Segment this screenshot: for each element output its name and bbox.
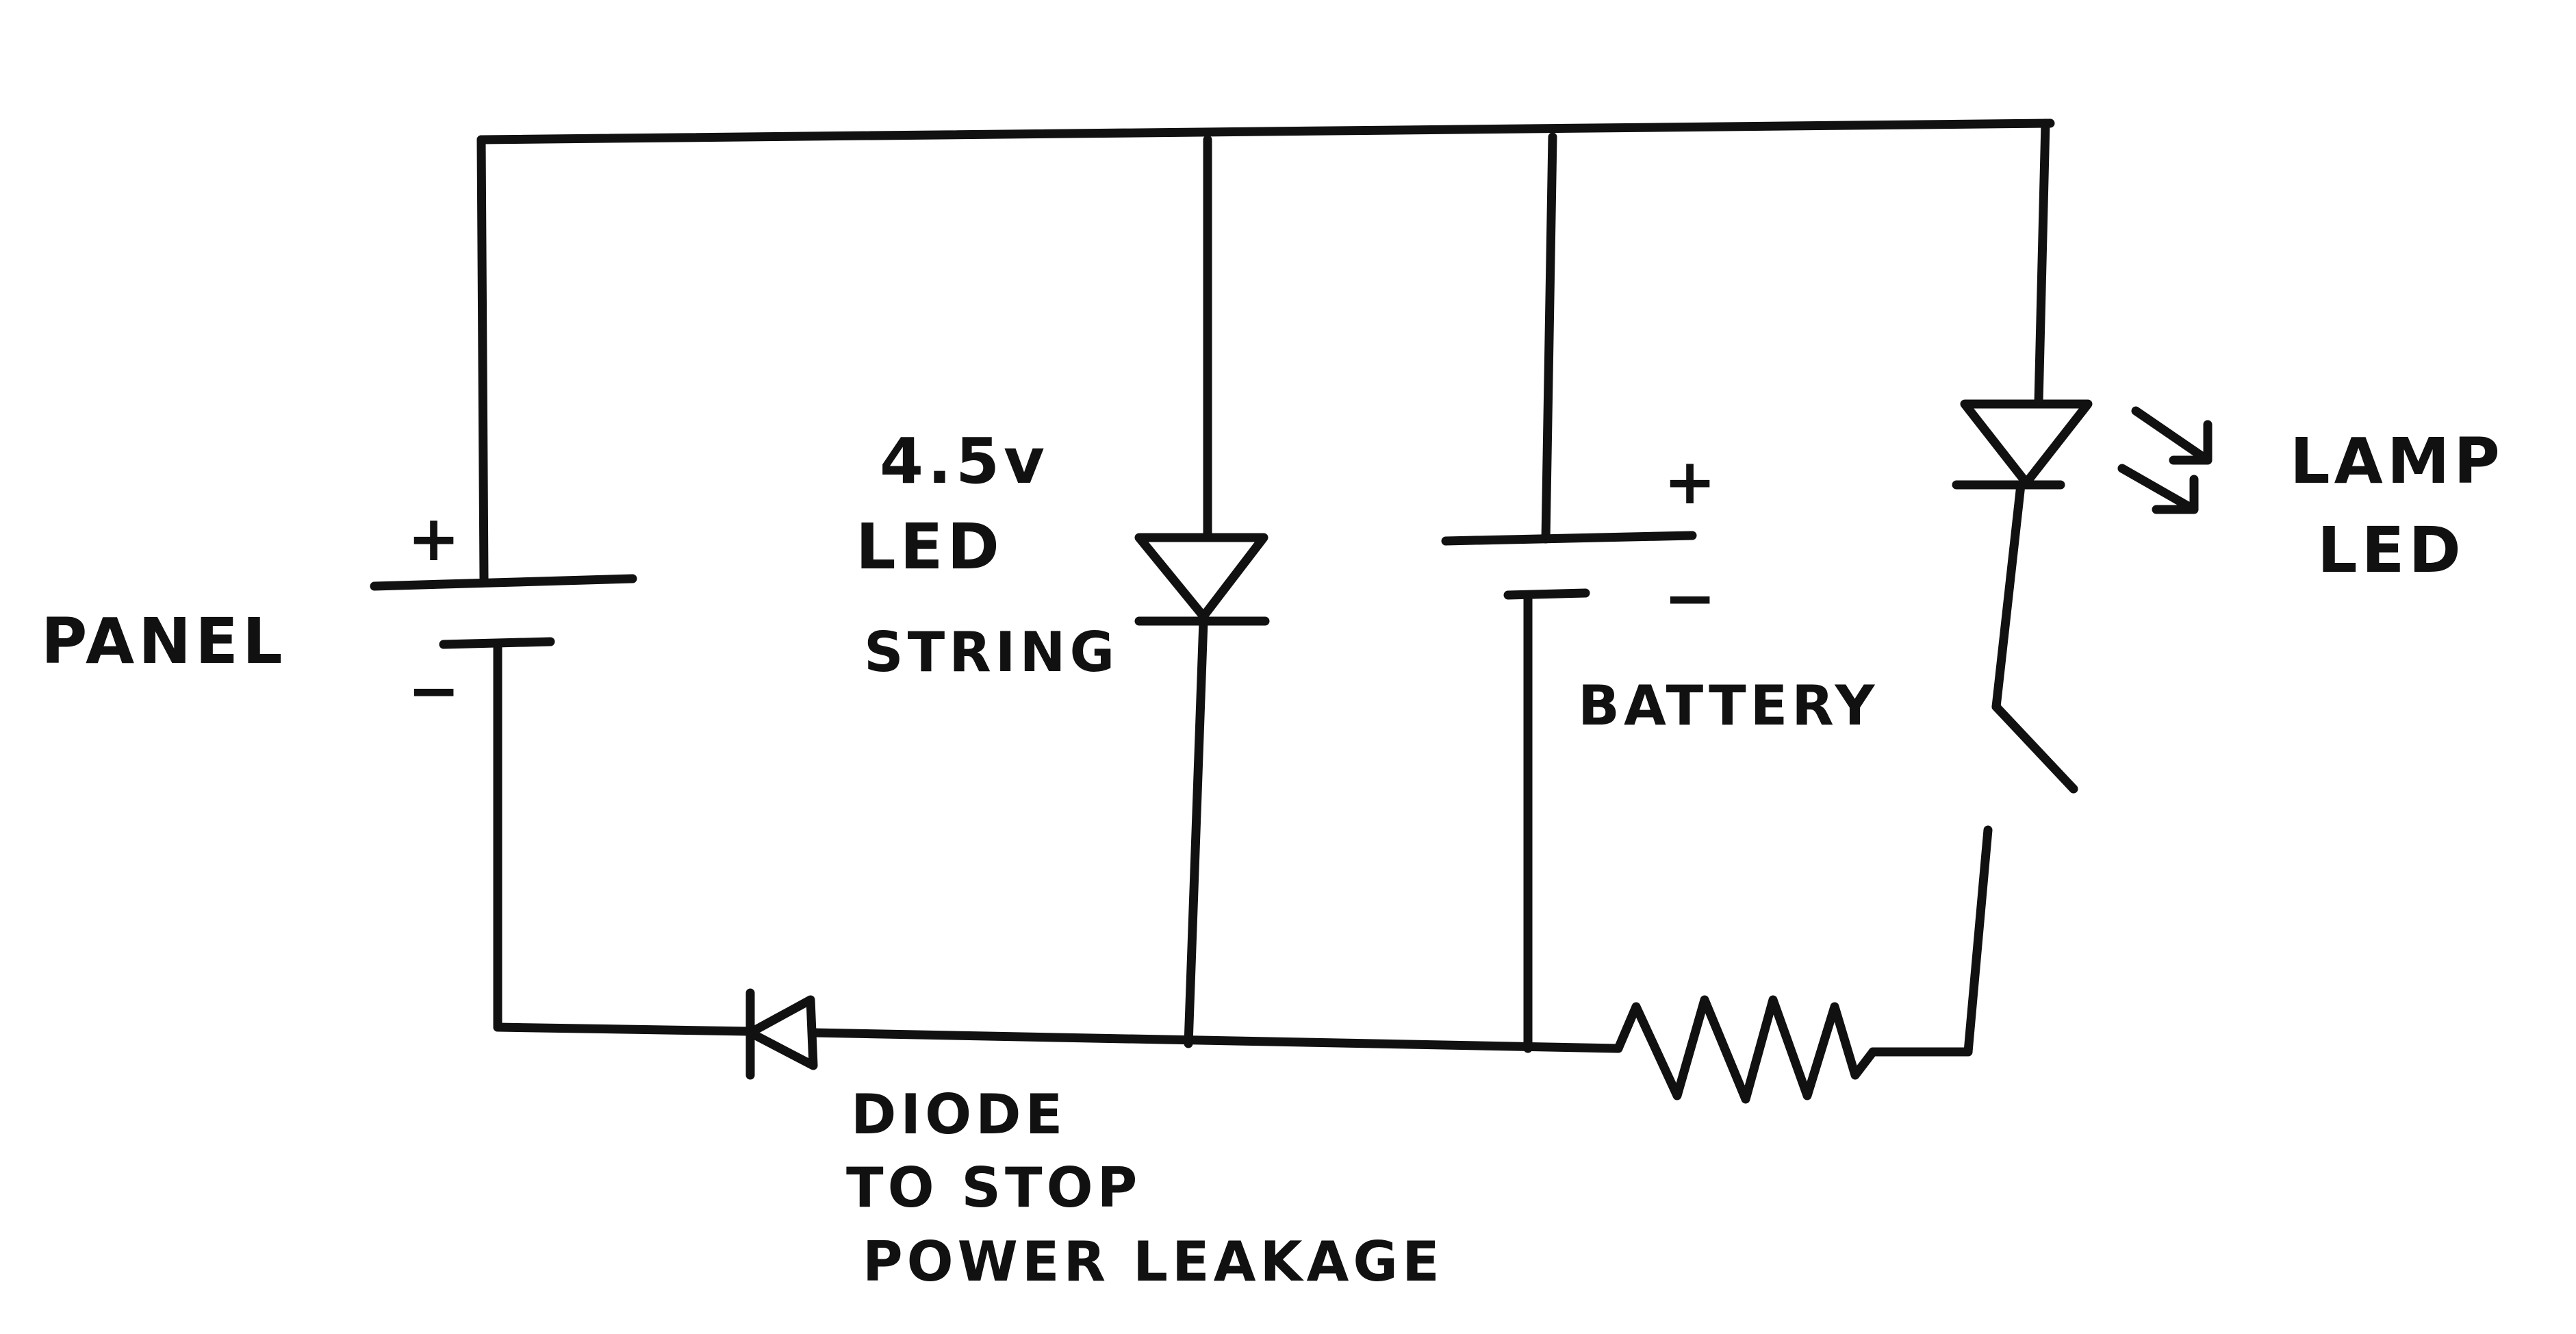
panel-minus-label: −	[407, 654, 464, 727]
battery-plus-label: +	[1663, 445, 1720, 518]
battery-symbol	[1441, 132, 1697, 1053]
lamp-label-line2: LED	[2317, 514, 2465, 587]
bottom-wire-mid	[808, 1028, 1623, 1053]
lamp-led-symbol	[1952, 118, 2093, 712]
solar-panel-symbol	[370, 574, 637, 649]
led-string-voltage-label: 4.5v	[880, 425, 1049, 498]
led-string-symbol	[1134, 135, 1270, 1048]
diode-label-line1: DIODE	[851, 1083, 1067, 1146]
switch-symbol	[1991, 702, 2078, 794]
led-string-label-line1: LED	[856, 510, 1004, 583]
panel-plus-label: +	[407, 502, 464, 575]
diode-label-line3: POWER LEAKAGE	[863, 1230, 1444, 1294]
light-emission-arrows-icon	[2117, 406, 2212, 514]
bottom-wire-left	[493, 1022, 752, 1036]
right-lower-wire	[1963, 825, 1993, 1057]
panel-upper-wire	[476, 135, 489, 583]
lamp-label-line1: LAMP	[2290, 425, 2504, 498]
led-string-label-line2: STRING	[864, 620, 1119, 684]
blocking-diode-symbol	[745, 988, 818, 1080]
battery-minus-label: −	[1663, 562, 1720, 635]
panel-label: PANEL	[41, 605, 287, 678]
top-wire	[476, 118, 2055, 144]
diode-label-line2: TO STOP	[846, 1156, 1141, 1220]
battery-label: BATTERY	[1578, 674, 1878, 738]
resistor-symbol	[1614, 995, 1878, 1104]
